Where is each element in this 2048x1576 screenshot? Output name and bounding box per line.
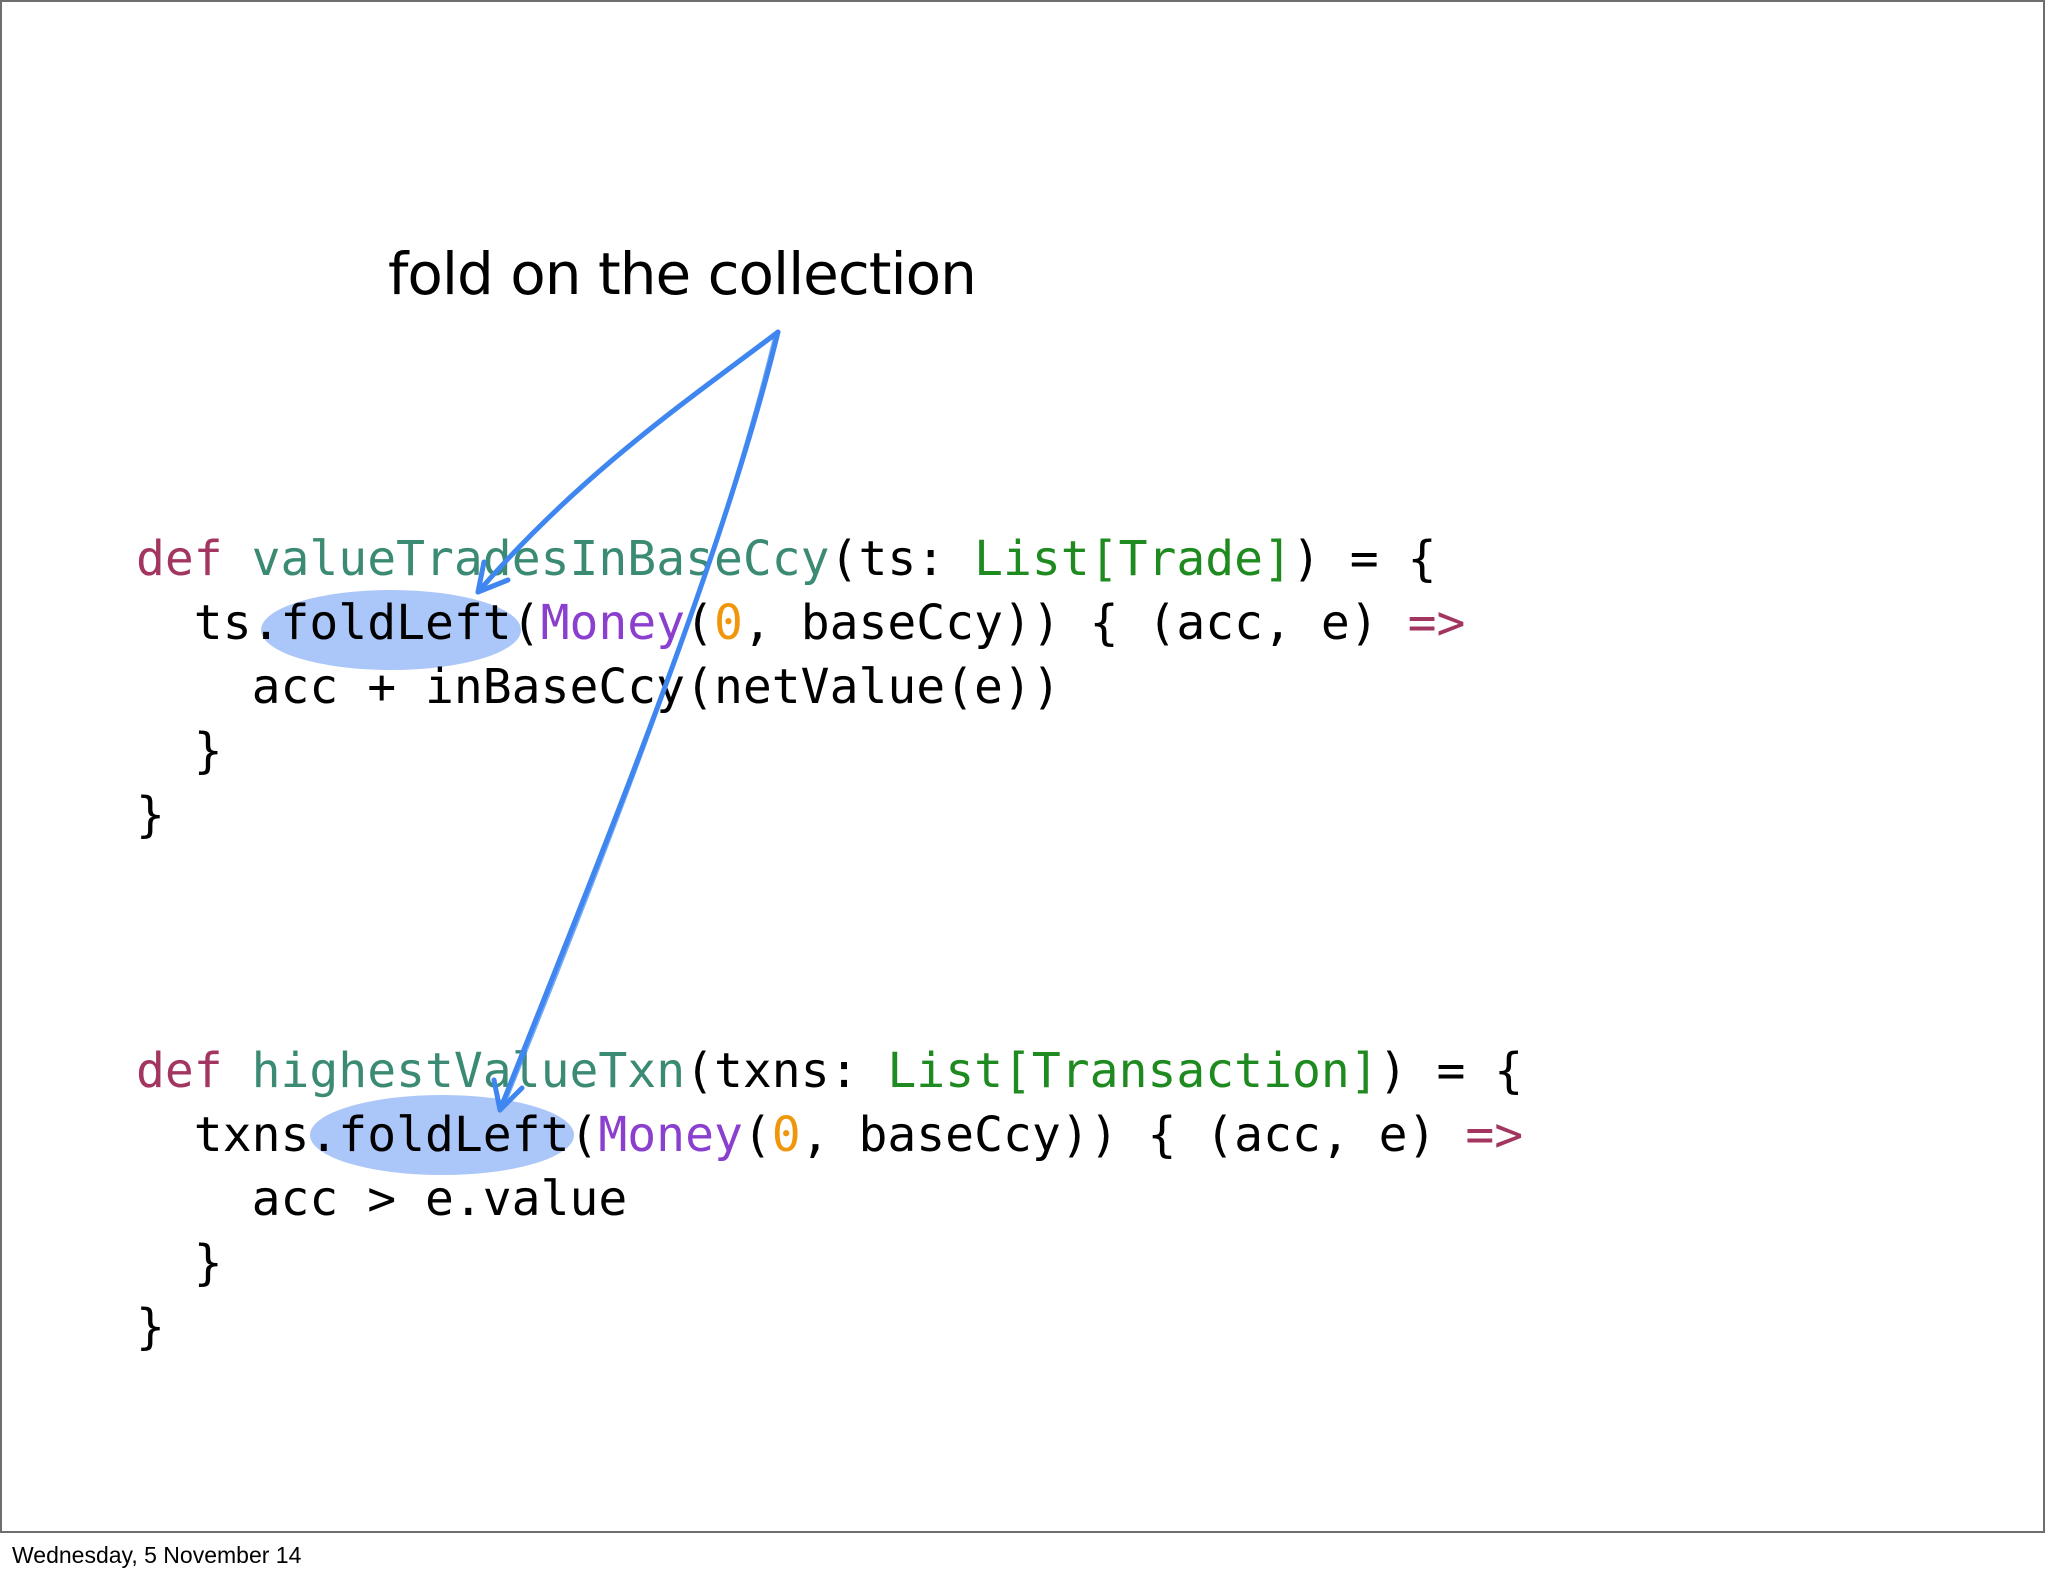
function-name: highestValueTxn — [251, 1043, 686, 1099]
code-block-highest-value: def highestValueTxn(txns: List[Transacti… — [136, 1039, 1523, 1359]
code-line: ts.foldLeft(Money(0, baseCcy)) { (acc, e… — [136, 591, 1466, 655]
code-line: def valueTradesInBaseCcy(ts: List[Trade]… — [136, 527, 1465, 591]
code-text: , baseCcy)) { (acc, e) — [800, 1107, 1466, 1163]
code-line: } — [136, 1235, 223, 1291]
type-name: List[Trade] — [974, 531, 1292, 587]
keyword-def: def — [136, 531, 223, 587]
code-text: ( — [742, 1107, 772, 1163]
code-line: } — [136, 1299, 165, 1355]
arrow-operator: => — [1465, 1107, 1524, 1163]
arrow-operator: => — [1407, 595, 1466, 651]
class-name: Money — [598, 1107, 743, 1163]
class-name: Money — [540, 595, 686, 651]
function-name: valueTradesInBaseCcy — [251, 531, 830, 587]
code-params: (ts: — [829, 531, 975, 587]
code-line: def highestValueTxn(txns: List[Transacti… — [136, 1039, 1523, 1103]
code-block-value-trades: def valueTradesInBaseCcy(ts: List[Trade]… — [136, 527, 1465, 847]
code-text: , baseCcy)) { (acc, e) — [742, 595, 1408, 651]
code-line: acc + inBaseCcy(netValue(e)) — [136, 659, 1061, 715]
slide-title: fold on the collection — [388, 240, 977, 308]
slide: fold on the collection def valueTradesIn… — [0, 0, 2045, 1533]
code-line: } — [136, 787, 165, 843]
code-params: (txns: — [685, 1043, 888, 1099]
number-literal: 0 — [771, 1107, 801, 1163]
code-line: acc > e.value — [136, 1171, 628, 1227]
type-name: List[Transaction] — [887, 1043, 1379, 1099]
code-line: } — [136, 723, 223, 779]
code-text: ( — [685, 595, 714, 651]
code-text: txns.foldLeft( — [193, 1107, 599, 1163]
slide-date-footer: Wednesday, 5 November 14 — [12, 1542, 302, 1568]
number-literal: 0 — [713, 595, 743, 651]
code-text: ) = { — [1291, 531, 1437, 587]
code-line: txns.foldLeft(Money(0, baseCcy)) { (acc,… — [136, 1103, 1523, 1167]
code-indent — [136, 595, 194, 651]
code-text: ts.foldLeft( — [193, 595, 541, 651]
code-text: ) = { — [1378, 1043, 1524, 1099]
code-indent — [136, 1107, 194, 1163]
keyword-def: def — [136, 1043, 223, 1099]
